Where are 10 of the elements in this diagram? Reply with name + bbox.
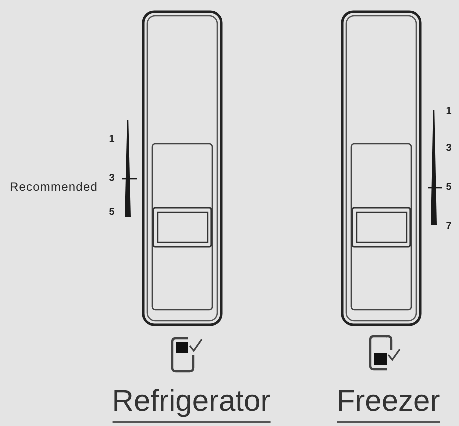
slider-caption: Refrigerator <box>112 385 271 422</box>
scale-number: 3 <box>109 174 115 184</box>
scale-number: 3 <box>446 144 452 154</box>
scale-number: 1 <box>109 135 115 145</box>
scale-number: 1 <box>446 107 452 117</box>
recommended-note: Recommended <box>10 181 98 193</box>
scale-number: 5 <box>109 208 115 218</box>
slider-caption: Freezer <box>336 385 440 422</box>
scale-number: 7 <box>446 222 452 232</box>
scale-number: 5 <box>446 183 452 193</box>
